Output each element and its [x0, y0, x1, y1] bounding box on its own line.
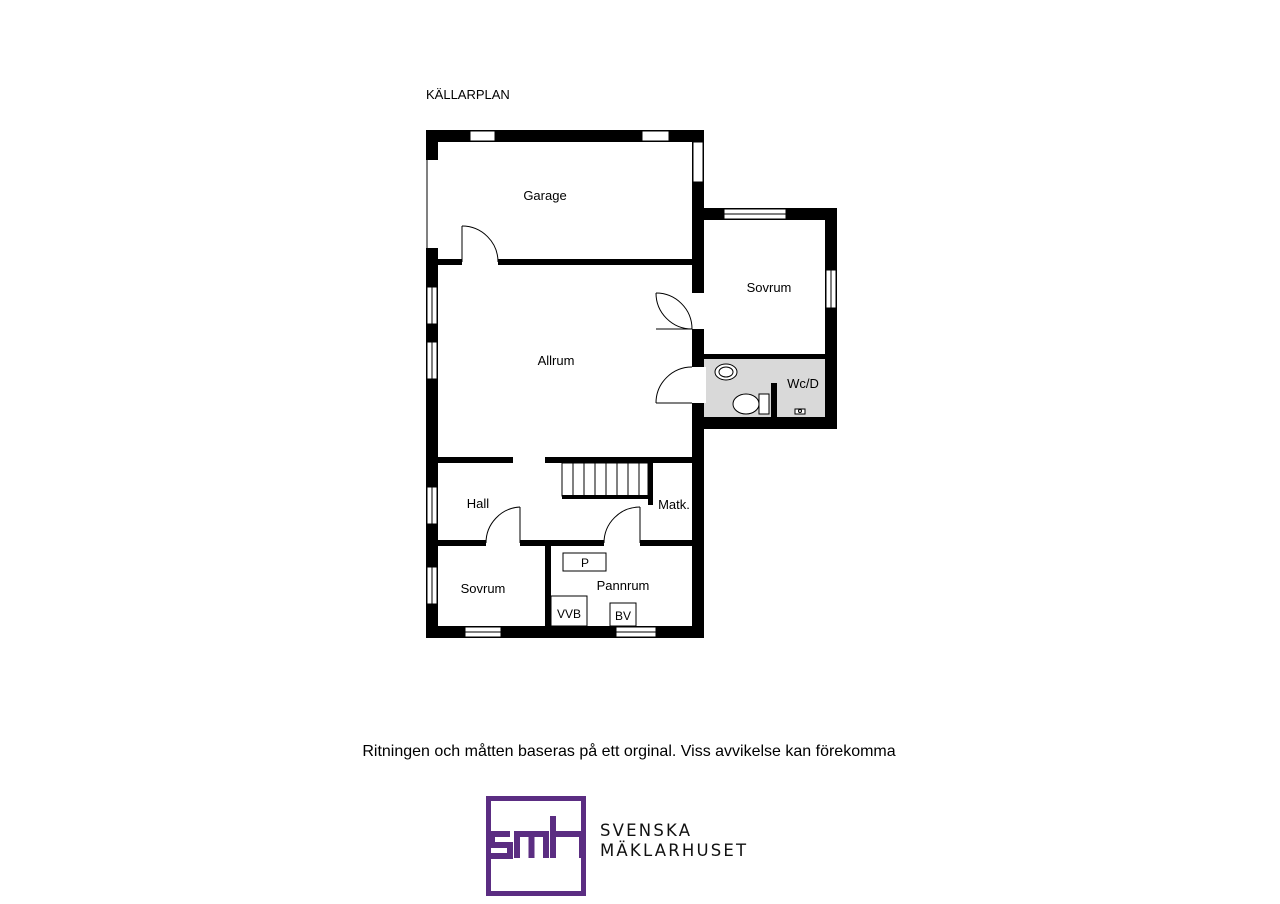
brand-line2: MÄKLARHUSET — [600, 841, 749, 860]
brand-line1: SVENSKA — [600, 821, 693, 840]
stairs — [561, 462, 649, 497]
fixture-label-p: P — [581, 556, 589, 570]
p-box — [562, 552, 607, 572]
interior-walls — [438, 259, 825, 626]
room-label-wc: Wc/D — [787, 376, 819, 391]
pannrum-fixtures — [550, 552, 637, 627]
bv-box — [609, 602, 637, 627]
room-label-sovrum-south: Sovrum — [461, 581, 506, 596]
windows — [426, 130, 837, 638]
room-label-hall: Hall — [467, 496, 490, 511]
wc-fixtures — [714, 363, 806, 415]
room-label-garage: Garage — [523, 188, 566, 203]
brand-name: SVENSKA MÄKLARHUSET — [600, 821, 748, 861]
vvb-box — [550, 595, 588, 627]
doors — [461, 225, 693, 544]
room-label-sovrum-east: Sovrum — [747, 280, 792, 295]
toilet-icon — [732, 393, 760, 415]
disclaimer-text: Ritningen och måtten baseras på ett orgi… — [362, 743, 896, 760]
room-label-matk: Matk. — [658, 497, 690, 512]
smh-logo-icon — [486, 796, 586, 896]
fixture-label-vvb: VVB — [557, 607, 581, 621]
sovrum-door-arc — [655, 292, 693, 330]
fixture-label-bv: BV — [615, 609, 631, 623]
room-label-pannrum: Pannrum — [597, 578, 650, 593]
room-label-allrum: Allrum — [538, 353, 575, 368]
plan-title: KÄLLARPLAN — [426, 87, 510, 102]
